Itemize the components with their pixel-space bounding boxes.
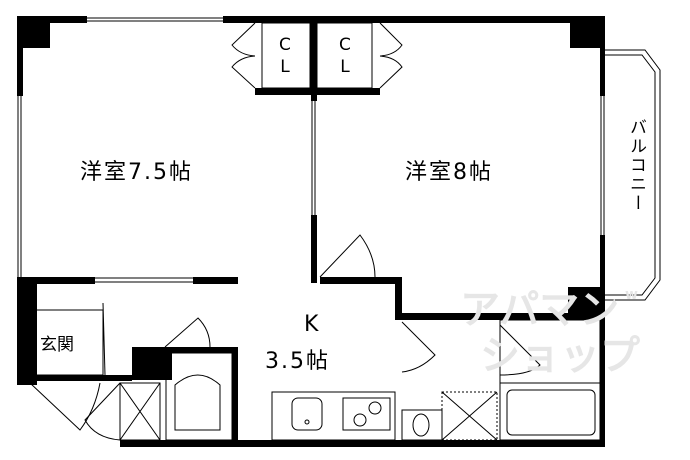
room-label-entrance: 玄関 xyxy=(40,335,74,355)
closet-2-c: C xyxy=(339,35,351,55)
room-label-balcony: バルコニー xyxy=(626,118,646,213)
watermark-line2: ショップ xyxy=(480,333,640,379)
closet-1-l: L xyxy=(280,57,290,77)
closet-label-2: C L xyxy=(339,34,351,78)
watermark-line1: アパマン xyxy=(460,287,620,333)
room-label-kitchen-size: 3.5帖 xyxy=(265,349,330,374)
watermark-badge: w xyxy=(625,287,638,303)
watermark: アパマン ショップ xyxy=(460,287,640,379)
closet-1-c: C xyxy=(279,35,291,55)
room-label-kitchen: K xyxy=(304,312,321,337)
walls xyxy=(17,16,605,447)
closet-label-1: C L xyxy=(279,34,291,78)
closet-2-l: L xyxy=(340,57,350,77)
room-label-western-2: 洋室8帖 xyxy=(405,160,493,185)
room-label-western-1: 洋室7.5帖 xyxy=(80,160,193,185)
fixtures xyxy=(17,17,661,441)
